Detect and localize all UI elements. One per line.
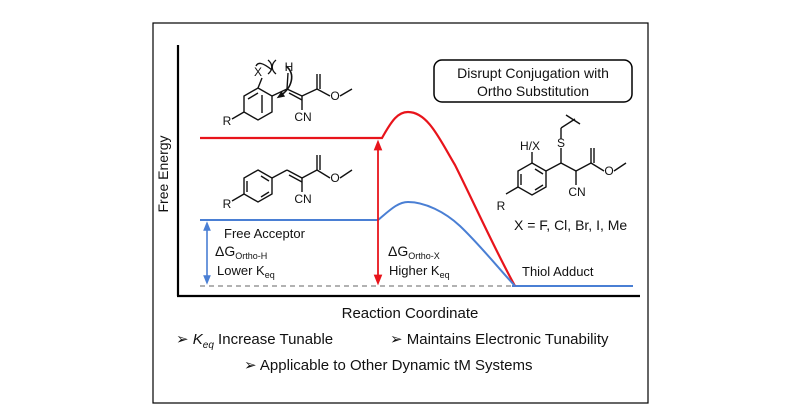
free-acceptor-label: Free Acceptor — [224, 226, 306, 241]
bullet-1: ➢ Keq Increase Tunable — [176, 331, 333, 351]
struct3-hx-label: H/X — [520, 139, 540, 153]
lower-keq: Lower Keq — [217, 263, 275, 280]
x-substituents-label: X = F, Cl, Br, I, Me — [514, 217, 627, 233]
struct1-x-label: X — [254, 65, 262, 79]
figure-frame — [152, 22, 649, 404]
y-axis-label: Free Energy — [155, 135, 171, 212]
bullet-3: ➢ Applicable to Other Dynamic tM Systems — [244, 357, 533, 374]
callout-line-1: Disrupt Conjugation with — [457, 65, 609, 81]
free-acceptor-structure — [231, 155, 353, 203]
struct2-r-label: R — [223, 197, 232, 211]
callout-box — [433, 59, 633, 103]
struct3-r-label: R — [497, 199, 506, 213]
struct1-r-label: R — [223, 114, 232, 128]
ortho-h-energy-curve — [200, 200, 516, 287]
struct2-cn-label: CN — [294, 192, 311, 206]
bullet-3-glyph: ➢ — [244, 357, 260, 374]
struct3-o-label: O — [604, 164, 613, 178]
clash-marks — [267, 59, 277, 75]
struct1-o-label: O — [330, 89, 339, 103]
struct1-cn-label: CN — [294, 110, 311, 124]
struct3-cn-label: CN — [568, 185, 585, 199]
ortho-substituted-acceptor-structure — [231, 62, 353, 121]
bullet-2: ➢ Maintains Electronic Tunability — [390, 331, 609, 348]
struct1-h-label: H — [285, 60, 294, 74]
thiol-adduct-structure — [505, 114, 627, 196]
delta-g-ortho-x: ΔGOrtho-X — [388, 243, 440, 261]
ortho-x-energy-curve — [200, 110, 516, 287]
thiol-adduct-label: Thiol Adduct — [522, 264, 594, 279]
higher-keq: Higher Keq — [389, 263, 450, 280]
bullet-1-glyph: ➢ — [176, 331, 193, 348]
struct3-s-label: S — [557, 136, 565, 150]
x-axis-label: Reaction Coordinate — [342, 305, 479, 322]
bullet-2-glyph: ➢ — [390, 331, 407, 348]
struct2-o-label: O — [330, 171, 339, 185]
callout-line-2: Ortho Substitution — [477, 83, 589, 99]
delta-g-ortho-h: ΔGOrtho-H — [215, 243, 267, 261]
